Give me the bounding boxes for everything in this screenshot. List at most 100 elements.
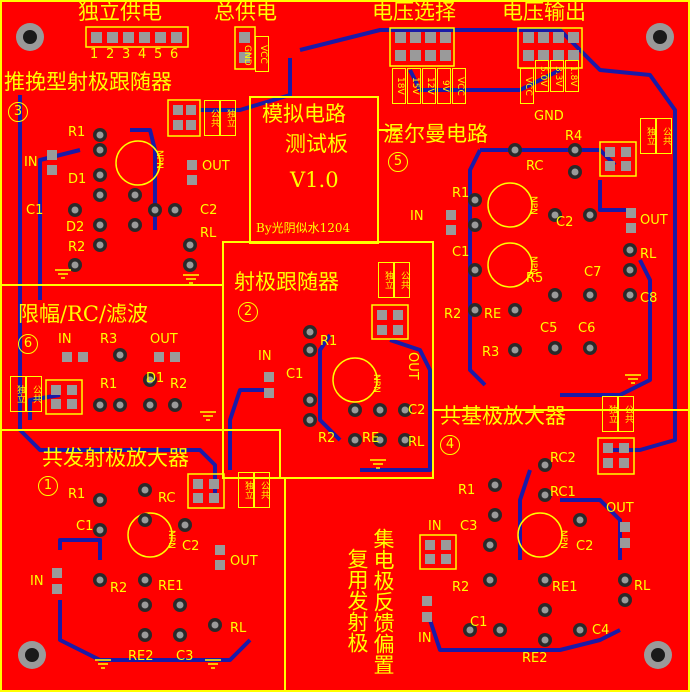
section-push-pull-title: 推挽型射极跟随器 xyxy=(4,70,172,94)
label-s6-r1: R1 xyxy=(100,377,118,392)
label-18v: 18V xyxy=(392,68,406,104)
label-s2-r1: R1 xyxy=(320,334,338,349)
reuse-note-collector: 集电极反馈偏置 xyxy=(371,528,395,675)
label-vcc-out: VCC xyxy=(520,68,534,104)
label-s2-in: IN xyxy=(258,349,272,364)
label-s1-re2: RE2 xyxy=(128,649,154,664)
label-s4-in2: IN xyxy=(418,631,432,646)
pin-6: 6 xyxy=(170,47,179,62)
label-s4-r2: R2 xyxy=(452,580,470,595)
switch-label-5-common: 公共 xyxy=(656,118,672,154)
switch-label-3-indep: 独立 xyxy=(220,100,236,136)
switch-label-6-indep: 独立 xyxy=(10,376,26,412)
label-s4-c2: C2 xyxy=(576,539,594,554)
label-s1-c2: C2 xyxy=(182,539,200,554)
label-s5-c8: C8 xyxy=(640,291,658,306)
pin-1: 1 xyxy=(90,47,99,62)
section-emitter-follower-num: 2 xyxy=(238,302,258,322)
label-s5-rc: RC xyxy=(526,159,544,174)
label-s5-r1: R1 xyxy=(452,186,470,201)
reuse-note-emitter: 复用发射极 xyxy=(345,548,369,653)
label-s1-in: IN xyxy=(30,574,44,589)
section-limiter-num: 6 xyxy=(18,334,38,354)
section-common-emitter-num: 1 xyxy=(38,476,58,496)
label-total-supply: 总供电 xyxy=(214,0,277,24)
label-s5-re: RE xyxy=(484,307,502,322)
label-s5-r2: R2 xyxy=(444,307,462,322)
switch-label-1-common: 公共 xyxy=(254,472,270,508)
board-subtitle: 测试板 xyxy=(285,132,348,156)
label-s5-c6: C6 xyxy=(578,321,596,336)
label-vcc-total: VCC xyxy=(255,36,269,72)
label-s5-r3: R3 xyxy=(482,345,500,360)
label-s3-r2: R2 xyxy=(68,240,86,255)
section-wilman-num: 5 xyxy=(388,152,408,172)
pin-3: 3 xyxy=(122,47,131,62)
switch-label-4-common: 公共 xyxy=(618,396,634,432)
label-s5-npn1: NPN xyxy=(528,196,538,215)
switch-label-4-indep: 独立 xyxy=(602,396,618,432)
label-s3-out: OUT xyxy=(202,159,230,174)
label-s5-r5: R5 xyxy=(526,271,544,286)
label-s3-d1: D1 xyxy=(68,172,87,187)
label-s4-rl: RL xyxy=(634,579,651,594)
label-s1-re1: RE1 xyxy=(158,579,184,594)
label-s2-c2: C2 xyxy=(408,403,426,418)
board-version: V1.0 xyxy=(290,168,339,192)
switch-label-2-common: 公共 xyxy=(394,262,410,298)
label-s4-c3: C3 xyxy=(460,519,478,534)
label-s3-npn: NPN xyxy=(154,150,164,169)
section-push-pull-num: 3 xyxy=(8,102,28,122)
pin-5: 5 xyxy=(154,47,163,62)
label-s6-out: OUT xyxy=(150,332,178,347)
switch-label-1-indep: 独立 xyxy=(238,472,254,508)
label-s4-npn: NPN xyxy=(558,530,568,549)
label-s4-out: OUT xyxy=(606,501,634,516)
pin-2: 2 xyxy=(106,47,115,62)
switch-label-2-indep: 独立 xyxy=(378,262,394,298)
label-s4-c1: C1 xyxy=(470,615,488,630)
label-s3-d2: D2 xyxy=(66,220,85,235)
label-voltage-select: 电压选择 xyxy=(372,0,456,24)
label-s1-rl: RL xyxy=(230,621,247,636)
label-s1-out: OUT xyxy=(230,554,258,569)
pin-4: 4 xyxy=(138,47,147,62)
label-s3-c1: C1 xyxy=(26,203,44,218)
label-15v: 15V xyxy=(407,68,421,104)
label-12v: 12V xyxy=(422,68,436,104)
section-common-base-title: 共基极放大器 xyxy=(440,404,566,428)
label-independent-supply: 独立供电 xyxy=(78,0,162,24)
label-s1-npn: NPN xyxy=(166,530,176,549)
label-5v: 5.0V xyxy=(535,60,549,92)
label-s2-r2: R2 xyxy=(318,431,336,446)
section-wilman-title: 渥尔曼电路 xyxy=(383,122,488,146)
label-s4-rc1: RC1 xyxy=(550,485,576,500)
label-gnd-total: GND xyxy=(242,44,252,66)
label-9v: 9V xyxy=(437,68,451,104)
label-vcc-sel: VCC xyxy=(452,68,466,104)
board-author: By光阴似水1204 xyxy=(256,221,351,235)
label-s2-npn: NPN xyxy=(371,374,381,393)
label-s5-c1: C1 xyxy=(452,245,470,260)
section-common-base-num: 4 xyxy=(440,435,460,455)
label-s4-re1: RE1 xyxy=(552,580,578,595)
switch-label-5-indep: 独立 xyxy=(640,118,656,154)
label-s3-c2: C2 xyxy=(200,203,218,218)
label-s4-re2: RE2 xyxy=(522,651,548,666)
label-s1-r1: R1 xyxy=(68,487,86,502)
label-s2-out: OUT xyxy=(405,352,420,380)
label-voltage-output: 电压输出 xyxy=(502,0,586,24)
label-s5-c2: C2 xyxy=(556,215,574,230)
label-s5-c5: C5 xyxy=(540,321,558,336)
label-3v3: 3.3V xyxy=(550,60,564,92)
label-s3-in: IN xyxy=(24,155,38,170)
label-s6-in: IN xyxy=(58,332,72,347)
mount-holes xyxy=(16,23,674,669)
label-s4-in: IN xyxy=(428,519,442,534)
label-s3-rl: RL xyxy=(200,226,217,241)
label-s6-r3: R3 xyxy=(100,332,118,347)
label-s5-c7: C7 xyxy=(584,265,602,280)
label-s1-c1: C1 xyxy=(76,519,94,534)
